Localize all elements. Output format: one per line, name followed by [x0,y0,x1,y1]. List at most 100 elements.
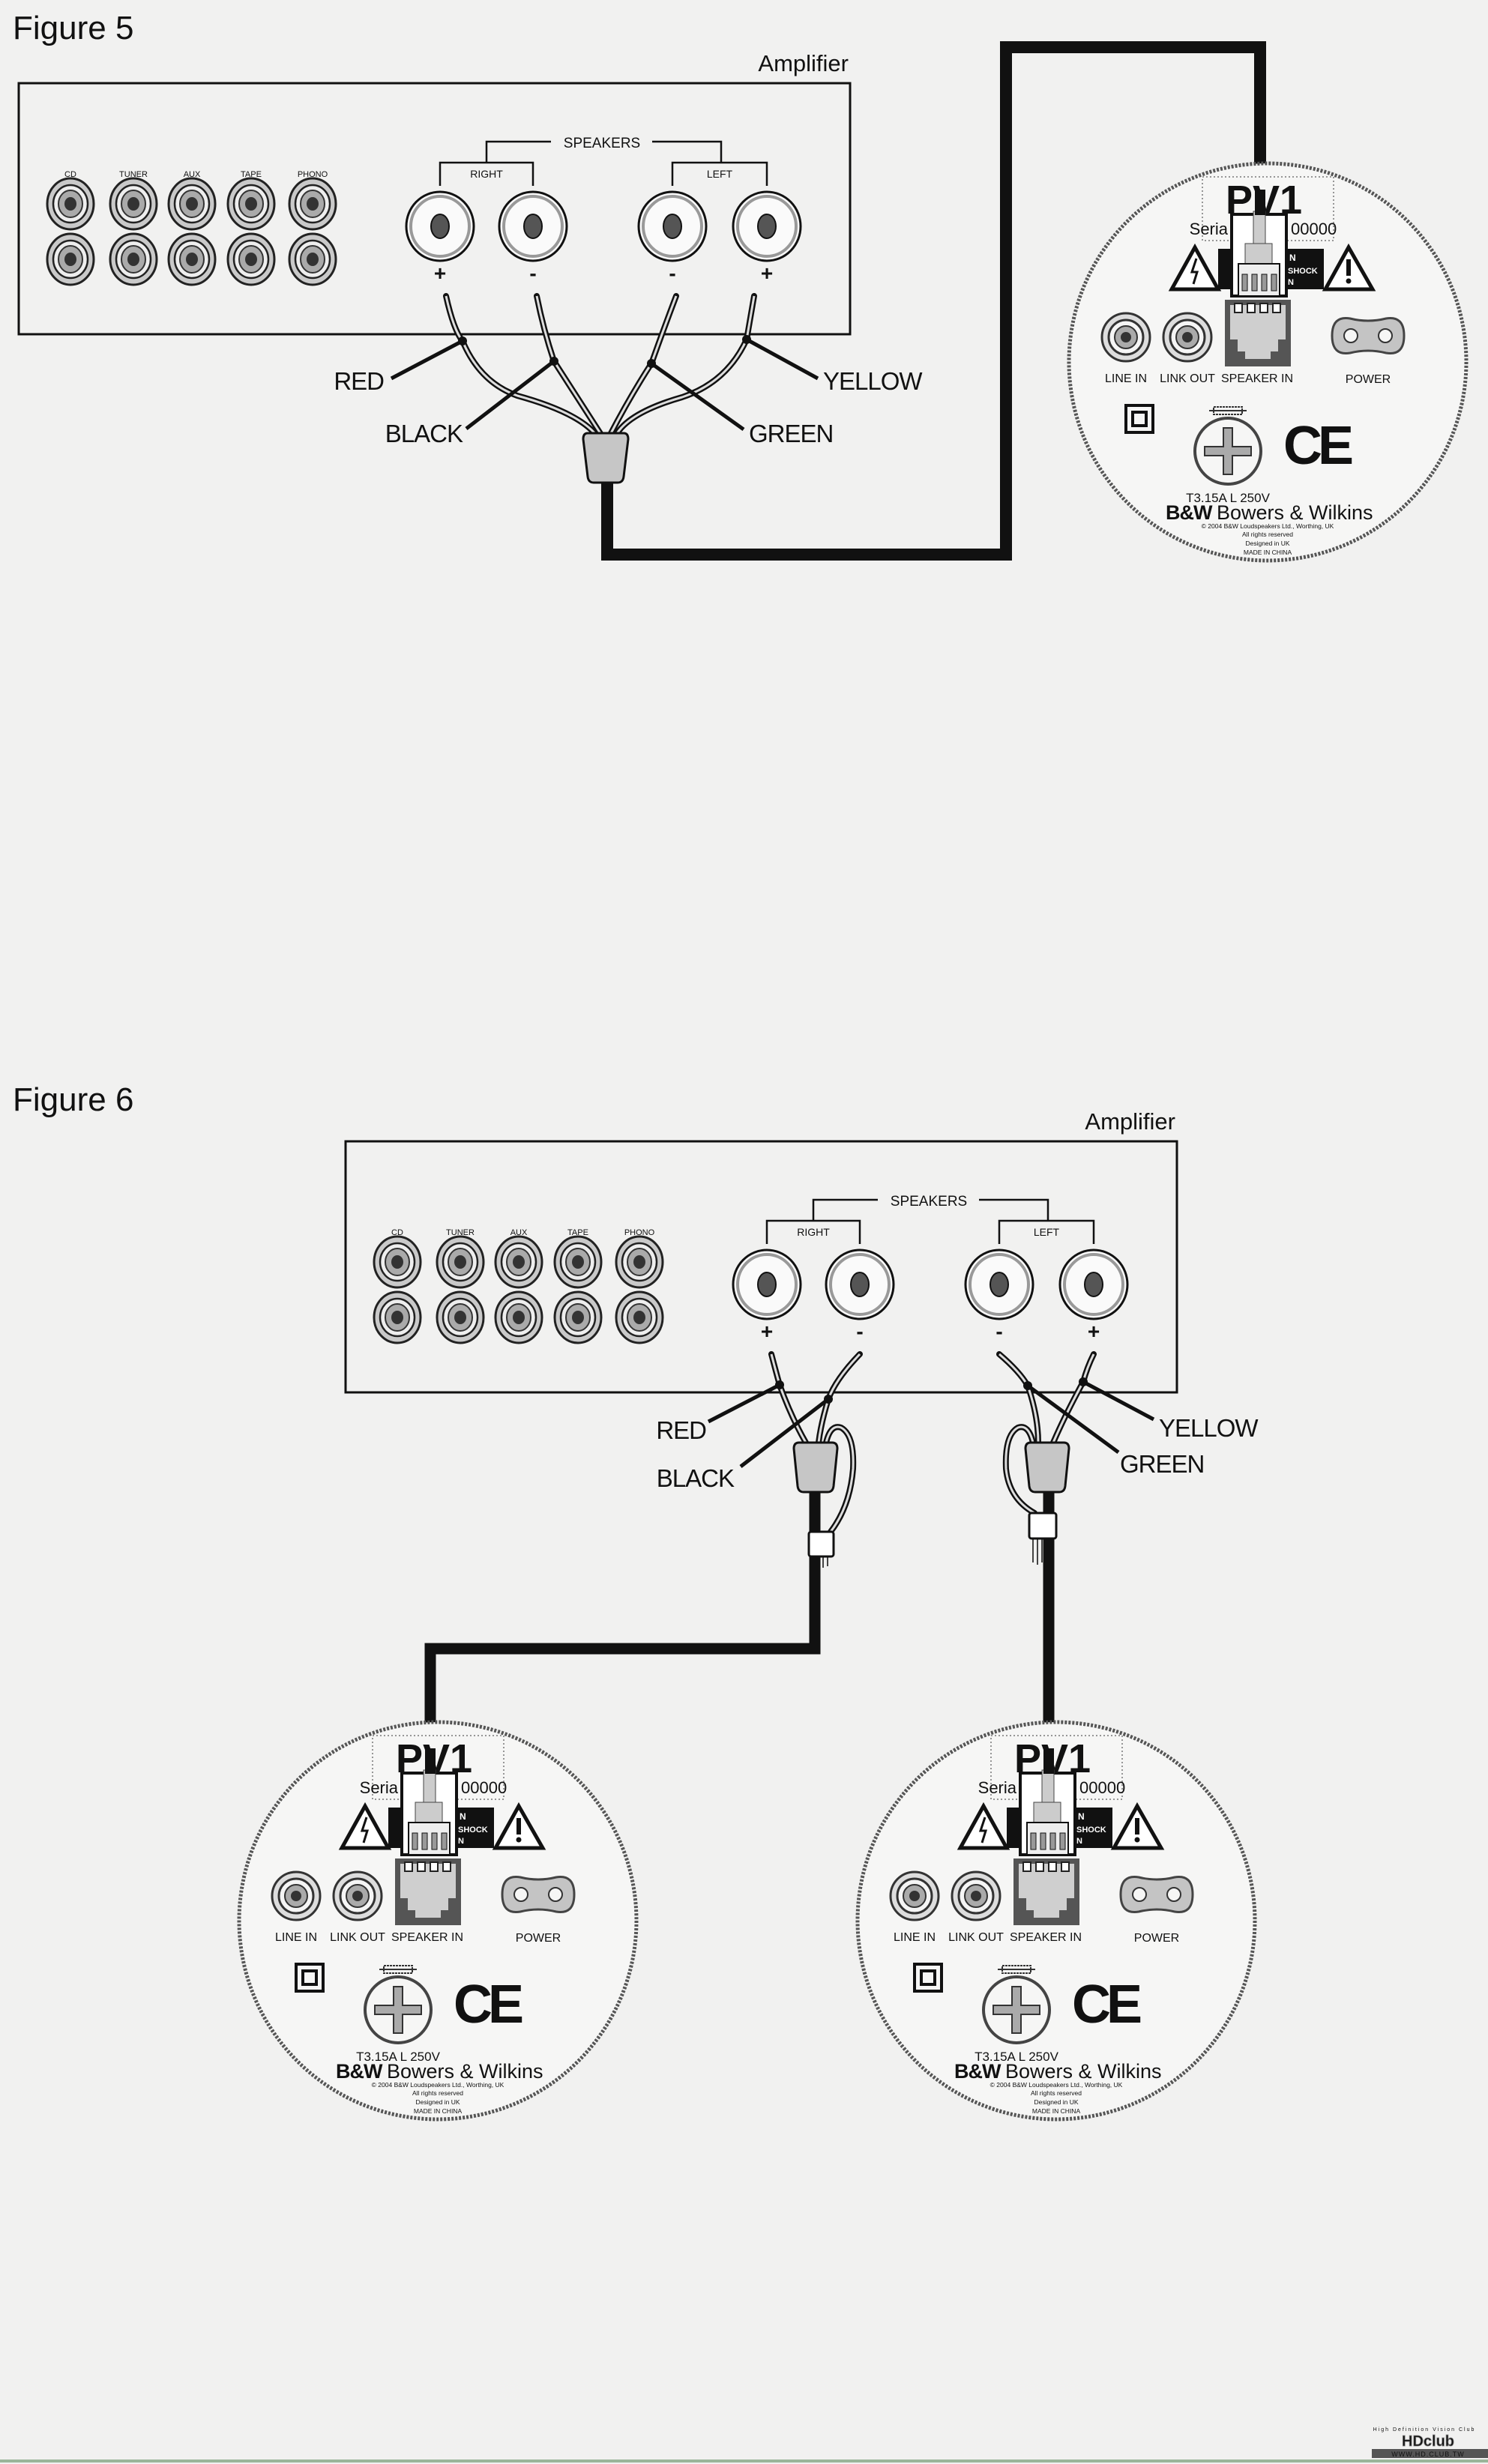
rj-plug [400,1769,458,1856]
fuse-holder[interactable] [364,1975,433,2044]
copyright-line: All rights reserved [1242,531,1293,538]
speaker-in-label: SPEAKER IN [1010,1931,1082,1944]
wire-label-red: RED [334,367,384,395]
wire-connector-figure-6-left [1024,1441,1070,1494]
speaker-terminal[interactable] [637,190,708,262]
link-out-jack[interactable] [951,1870,1001,1921]
speaker-in-socket[interactable] [395,1858,461,1925]
copyright-line: © 2004 B&W Loudspeakers Ltd., Worthing, … [990,2081,1123,2089]
copyright-line: MADE IN CHINA [1032,2107,1081,2115]
brand-name: Bowers & Wilkins [1005,2060,1162,2083]
rca-input-jack[interactable] [226,177,276,231]
electric-shock-warning-icon [957,1802,1010,1850]
double-insulation-icon [1124,404,1154,434]
rca-input-jack[interactable] [494,1290,543,1344]
rca-input-jack[interactable] [436,1235,485,1289]
rca-input-jack[interactable] [373,1235,422,1289]
rca-input-jack[interactable] [167,232,217,286]
speaker-in-socket[interactable] [1225,300,1291,366]
power-label: POWER [1346,373,1391,386]
link-out-jack[interactable] [1162,312,1213,363]
speaker-terminal[interactable] [732,190,802,262]
speakers-label: SPEAKERS [891,1194,967,1210]
terminal-polarity: - [856,1320,863,1343]
brand-name: Bowers & Wilkins [387,2060,543,2083]
incoming-cable [1255,190,1265,215]
wire-label-black-figure-6: BLACK [657,1464,735,1492]
link-out-jack[interactable] [332,1870,383,1921]
rca-input-jack[interactable] [436,1290,485,1344]
input-label: CD [64,170,76,179]
wire-label-yellow-figure-6: YELLOW [1159,1414,1259,1442]
speaker-terminal[interactable] [1058,1248,1129,1320]
terminal-polarity: - [529,262,536,285]
rca-input-jack[interactable] [615,1235,664,1289]
electric-shock-warning-icon [338,1802,392,1850]
input-label: AUX [510,1228,528,1237]
brand-logo-short: B&W [336,2060,383,2083]
rca-input-jack[interactable] [109,177,158,231]
double-insulation-icon [295,1963,325,1993]
rca-input-jack[interactable] [373,1290,422,1344]
rca-input-jack[interactable] [494,1235,543,1289]
line-in-jack[interactable] [1100,312,1151,363]
speaker-in-socket[interactable] [1013,1858,1079,1925]
serial-number-right: 00000 [1079,1778,1125,1797]
wire-label-green-figure-6: GREEN [1120,1450,1204,1478]
right-channel-label: RIGHT [470,168,503,180]
speakers-bracket [439,140,768,186]
speaker-terminal[interactable] [498,190,568,262]
fuse-symbol-icon [379,1965,417,1974]
rca-input-jack[interactable] [615,1290,664,1344]
terminal-polarity: + [434,262,446,285]
speaker-terminal[interactable] [825,1248,895,1320]
line-in-jack[interactable] [271,1870,322,1921]
warning-text-fragment: N [460,1811,466,1822]
copyright-line: All rights reserved [1031,2089,1082,2097]
power-socket[interactable] [501,1875,576,1914]
link-out-label: LINK OUT [948,1931,1004,1944]
line-in-label: LINE IN [275,1931,317,1944]
fuse-symbol-icon [1209,406,1247,415]
power-socket[interactable] [1119,1875,1194,1914]
rca-input-jack[interactable] [226,232,276,286]
caution-warning-icon [492,1802,546,1850]
input-label: AUX [184,170,201,179]
speaker-cable-figure-5 [601,41,1266,561]
input-label: TAPE [241,170,262,179]
rca-input-jack[interactable] [288,232,337,286]
bottom-scan-edge [0,2460,1488,2463]
speaker-wires-figure-5 [443,293,757,438]
speaker-terminal[interactable] [405,190,475,262]
caution-warning-icon [1110,1802,1165,1850]
link-out-label: LINK OUT [330,1931,385,1944]
figure-5-title: Figure 5 [13,10,133,46]
figure-6-title: Figure 6 [13,1081,133,1118]
rca-input-jack[interactable] [288,177,337,231]
speaker-terminal[interactable] [964,1248,1034,1320]
wire-junction-dots [458,335,751,368]
right-channel-label: RIGHT [797,1226,830,1238]
copyright-line: MADE IN CHINA [414,2107,463,2115]
fuse-rating: T3.15A L 250V [356,2050,441,2064]
fuse-holder[interactable] [982,1975,1051,2044]
rca-input-jack[interactable] [109,232,158,286]
watermark-url: WWW.HD.CLUB.TW [1391,2451,1465,2458]
cable-sleeve-left [1028,1512,1058,1540]
line-in-label: LINE IN [894,1931,936,1944]
power-socket[interactable] [1331,316,1406,355]
rca-input-jack[interactable] [46,232,95,286]
rca-input-jack[interactable] [167,177,217,231]
rca-input-jack[interactable] [553,1235,603,1289]
speaker-terminal[interactable] [732,1248,802,1320]
rca-input-jack[interactable] [553,1290,603,1344]
fuse-holder[interactable] [1193,417,1262,486]
rca-input-jack[interactable] [46,177,95,231]
wire-label-leaders-figure-6 [707,1380,1155,1468]
line-in-jack[interactable] [889,1870,940,1921]
copyright-line: Designed in UK [1034,2098,1078,2106]
warning-text-fragment: SHOCK [1076,1826,1106,1835]
warning-text-fragment: N [1078,1811,1085,1822]
